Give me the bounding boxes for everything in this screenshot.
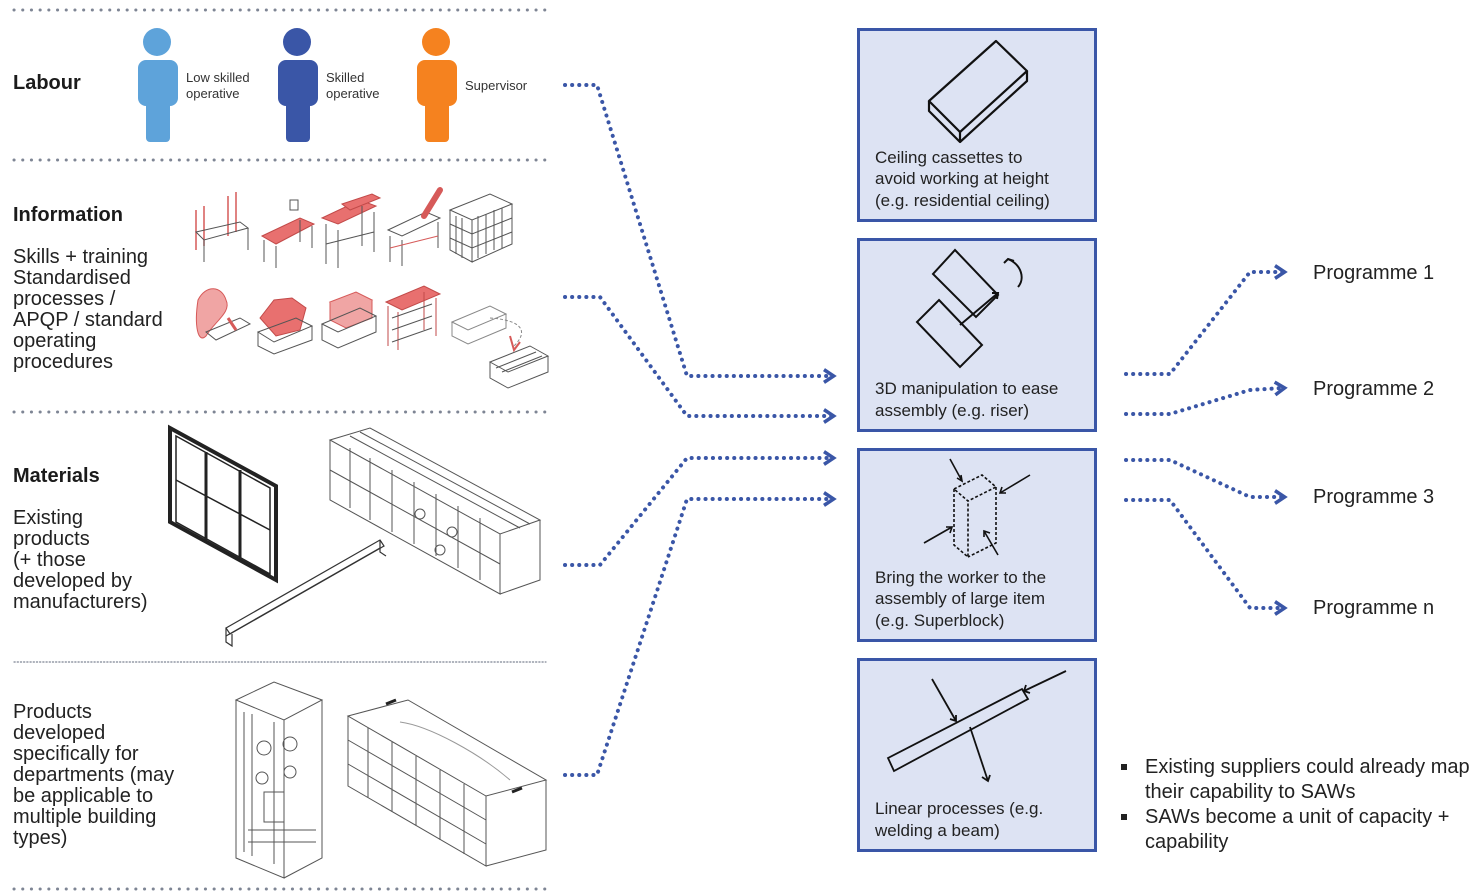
programme-3-label: Programme 3: [1313, 486, 1435, 508]
saw-box-3d-manipulation-text: 3D manipulation to ease assembly (e.g. r…: [875, 379, 1059, 420]
saw-box-linear-processes: Linear processes (e.g. welding a beam): [857, 658, 1097, 852]
large-item-assembly-icon: [923, 458, 1031, 559]
bullet-marker: [1121, 814, 1127, 820]
products-description: Products developed specifically for depa…: [13, 701, 175, 849]
cabinet-unit-illustration: [234, 681, 324, 879]
programme-n-label: Programme n: [1313, 597, 1435, 619]
superblock-illustration: [346, 698, 548, 867]
saw-box-worker-to-assembly: Bring the worker to the assembly of larg…: [857, 448, 1097, 642]
saw-box-linear-processes-text: Linear processes (e.g. welding a beam): [875, 799, 1044, 840]
low-skilled-operative-figure: [138, 28, 178, 142]
note-text: SAWs become a unit of capacity + capabil…: [1145, 806, 1450, 853]
programme-2-label: Programme 2: [1313, 378, 1435, 400]
skilled-operative-figure: [278, 28, 318, 142]
supervisor-figure: [417, 28, 457, 142]
plant-unit-illustration: [328, 427, 542, 595]
process-step-illustrations-row1: [195, 187, 514, 268]
low-skilled-operative-label: Low skilled operative: [186, 70, 250, 101]
note-item: SAWs become a unit of capacity + capabil…: [1118, 805, 1484, 855]
section-heading-materials: Materials: [13, 465, 100, 487]
saw-box-ceiling-cassettes-text: Ceiling cassettes to avoid working at he…: [875, 147, 1050, 210]
section-dividers: [12, 8, 548, 891]
information-description: Skills + training Standardised processes…: [13, 246, 163, 373]
section-heading-labour: Labour: [13, 72, 81, 94]
rotation-manipulation-icon: [915, 248, 1023, 369]
saw-box-3d-manipulation: 3D manipulation to ease assembly (e.g. r…: [857, 238, 1097, 432]
materials-description: Existing products (+ those developed by …: [13, 507, 148, 613]
programme-1-label: Programme 1: [1313, 262, 1435, 284]
input-connectors: [563, 83, 837, 777]
supervisor-label: Supervisor: [465, 78, 528, 93]
steel-beam-illustration: [225, 539, 387, 648]
note-item: Existing suppliers could already map the…: [1118, 755, 1484, 805]
saw-box-ceiling-cassettes: Ceiling cassettes to avoid working at he…: [857, 28, 1097, 222]
process-step-illustrations-row2: [195, 285, 550, 389]
wall-panel-illustration: [168, 424, 278, 584]
saw-box-worker-to-assembly-text: Bring the worker to the assembly of larg…: [875, 567, 1047, 630]
ceiling-cassette-icon: [927, 39, 1029, 144]
linear-beam-icon: [886, 670, 1067, 783]
skilled-operative-label: Skilled operative: [326, 70, 380, 101]
note-text: Existing suppliers could already map the…: [1145, 756, 1470, 803]
notes-list: Existing suppliers could already map the…: [1118, 755, 1484, 855]
bullet-marker: [1121, 764, 1127, 770]
output-connectors: [1124, 264, 1288, 616]
section-heading-information: Information: [13, 204, 123, 226]
